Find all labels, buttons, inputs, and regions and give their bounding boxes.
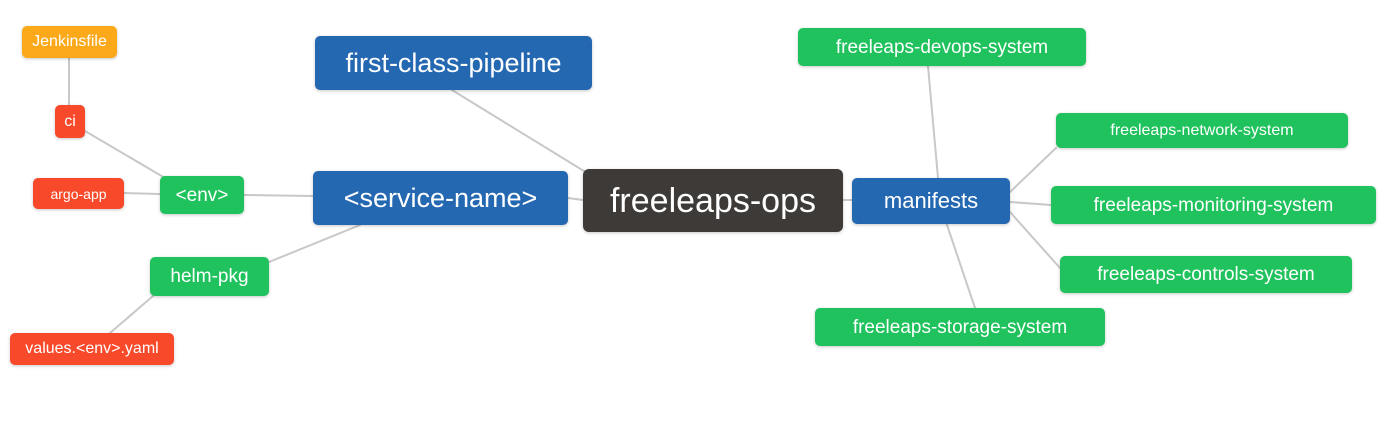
mindmap-node-controls-system[interactable]: freeleaps-controls-system [1060, 256, 1352, 293]
mindmap-node-label: helm-pkg [170, 266, 249, 287]
edge-manifests-to-network-system [1009, 147, 1057, 193]
mindmap-node-argo-app[interactable]: argo-app [33, 178, 124, 209]
mindmap-node-values-yaml[interactable]: values.<env>.yaml [10, 333, 174, 365]
mindmap-node-label: argo-app [50, 185, 107, 202]
mindmap-node-label: freeleaps-controls-system [1097, 264, 1315, 285]
edge-env-to-ci [84, 130, 166, 179]
mindmap-node-devops-system[interactable]: freeleaps-devops-system [798, 28, 1086, 66]
mindmap-node-jenkinsfile[interactable]: Jenkinsfile [22, 26, 117, 58]
edge-manifests-to-monitoring-system [1009, 201, 1052, 206]
mindmap-node-helm-pkg[interactable]: helm-pkg [150, 257, 269, 296]
mindmap-node-env[interactable]: <env> [160, 176, 244, 214]
mindmap-node-label: freeleaps-ops [609, 181, 816, 220]
edge-manifests-to-storage-system [945, 221, 976, 309]
edge-root-to-service-name [567, 197, 584, 201]
edge-manifests-to-devops-system [927, 65, 939, 179]
mindmap-node-first-class[interactable]: first-class-pipeline [315, 36, 592, 90]
mindmap-node-label: freeleaps-storage-system [852, 316, 1068, 338]
mindmap-node-label: manifests [883, 188, 979, 213]
edge-service-name-to-helm-pkg [268, 224, 361, 263]
mindmap-node-label: values.<env>.yaml [25, 340, 159, 357]
mindmap-node-label: freeleaps-devops-system [835, 36, 1049, 58]
mindmap-node-label: ci [64, 112, 76, 130]
mindmap-node-storage-system[interactable]: freeleaps-storage-system [815, 308, 1105, 346]
mindmap-node-label: freeleaps-monitoring-system [1093, 194, 1334, 216]
mindmap-node-ci[interactable]: ci [55, 105, 85, 138]
mindmap-node-label: first-class-pipeline [345, 47, 562, 78]
mindmap-node-manifests[interactable]: manifests [852, 178, 1010, 224]
mindmap-node-label: Jenkinsfile [32, 33, 107, 50]
mindmap-node-network-system[interactable]: freeleaps-network-system [1056, 113, 1348, 148]
mindmap-node-label: <env> [175, 184, 229, 206]
edge-helm-pkg-to-values-yaml [109, 295, 154, 334]
edge-env-to-argo-app [123, 192, 161, 195]
mindmap-node-label: freeleaps-network-system [1110, 121, 1294, 139]
edge-service-name-to-env [243, 194, 314, 197]
mindmap-node-service-name[interactable]: <service-name> [313, 171, 568, 225]
mindmap-node-monitoring-system[interactable]: freeleaps-monitoring-system [1051, 186, 1376, 224]
mindmap-node-label: <service-name> [343, 182, 538, 213]
edge-root-to-first-class [451, 89, 593, 177]
mindmap-node-root[interactable]: freeleaps-ops [583, 169, 843, 232]
